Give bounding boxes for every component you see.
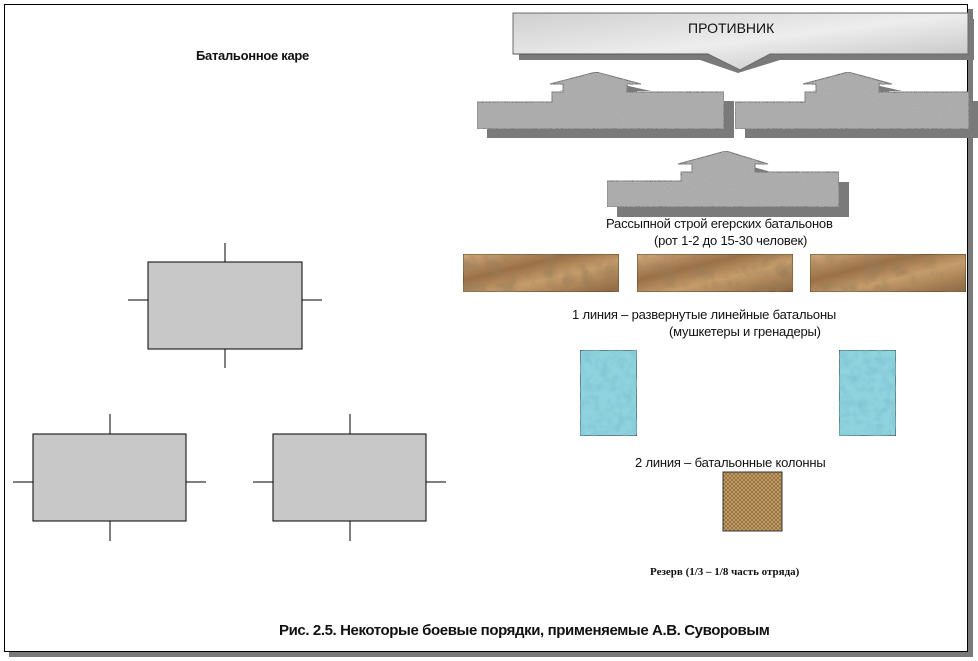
- enemy-block: [512, 12, 974, 73]
- advance-arrow-right: [734, 71, 978, 138]
- line-battalion-block: [579, 349, 638, 437]
- enemy-label: ПРОТИВНИК: [688, 20, 775, 36]
- square-title: Батальонное каре: [196, 48, 309, 63]
- reserve-caption: Резерв (1/3 – 1/8 часть отряда): [650, 566, 800, 578]
- first-line-caption-line2: (мушкетеры и гренадеры): [669, 324, 821, 339]
- second-line-caption: 2 линия – батальонные колонны: [635, 455, 826, 470]
- advance-arrow-center: [606, 150, 849, 217]
- first-line-battalions: [579, 349, 897, 437]
- line-battalion-block: [838, 349, 897, 437]
- battalion-square-bottom-right: [253, 414, 446, 541]
- battalion-squares: [13, 243, 446, 541]
- skirmisher-block: [462, 253, 620, 293]
- figure-caption: Рис. 2.5. Некоторые боевые порядки, прим…: [279, 622, 770, 639]
- first-line-caption-line1: 1 линия – развернутые линейные батальоны: [572, 307, 837, 322]
- skirmisher-blocks: [462, 253, 967, 293]
- skirmish-caption-line2: (рот 1-2 до 15-30 человек): [654, 233, 808, 248]
- skirmisher-block: [636, 253, 794, 293]
- skirmisher-block: [809, 253, 967, 293]
- skirmish-caption-line1: Рассыпной строй егерских батальонов: [606, 216, 833, 231]
- battalion-square-bottom-left: [13, 414, 206, 541]
- battalion-column-block: [722, 471, 783, 532]
- battalion-square-top: [128, 243, 322, 368]
- advance-arrow-left: [476, 71, 734, 138]
